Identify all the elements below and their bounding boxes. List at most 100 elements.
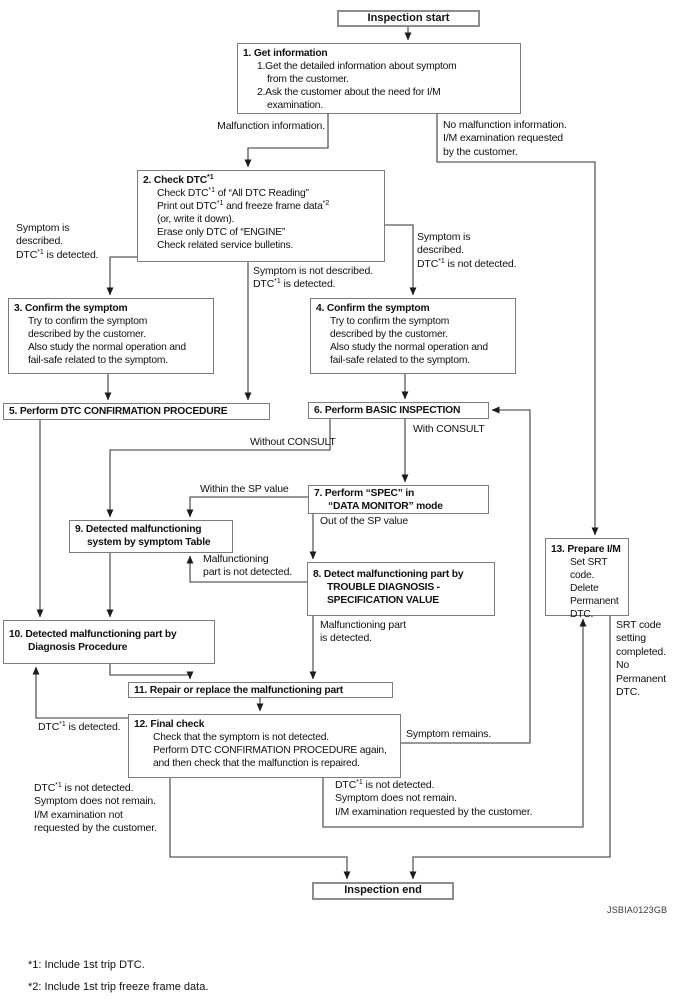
node-4-confirm-symptom: 4. Confirm the symptom Try to confirm th… [310, 298, 516, 374]
edge-label-no-malfunction-information: No malfunction information. I/M examinat… [443, 119, 567, 159]
edge-label-line: requested by the customer. [34, 822, 157, 835]
edge-label-line: described. [16, 235, 63, 248]
edge-label-part-not-detected: Malfunctioning part is not detected. [203, 553, 292, 580]
node-line: system by symptom Table [87, 537, 211, 548]
node-title: 13. Prepare I/M [551, 544, 621, 555]
node-line: 8. Detect malfunctioning part by [313, 569, 464, 580]
node-1-get-information: 1. Get information 1.Get the detailed in… [237, 43, 521, 114]
edge-label-out-of-sp-value: Out of the SP value [320, 515, 409, 527]
node-title: 1. Get information [243, 48, 328, 59]
node-line: Also study the normal operation and [330, 342, 488, 353]
edge-label-line: setting [616, 632, 646, 645]
edge-label-within-sp-value: Within the SP value [200, 483, 289, 495]
node-line: 10. Detected malfunctioning part by [9, 629, 177, 640]
connector-n10-to-n11 [109, 664, 194, 680]
node-3-confirm-symptom: 3. Confirm the symptom Try to confirm th… [8, 298, 214, 374]
node-line: 1.Get the detailed information about sym… [257, 61, 457, 72]
edge-label-line: DTC*1 is detected. [253, 278, 336, 291]
node-line: Try to confirm the symptom [330, 316, 450, 327]
node-line: and then check that the malfunction is r… [153, 758, 360, 769]
edge-label-with-consult: With CONSULT [413, 423, 485, 435]
connector-n12-to-n13 [322, 618, 587, 828]
node-line: 9. Detected malfunctioning [75, 524, 202, 535]
edge-label-line: Malfunctioning part [320, 619, 406, 631]
node-line: DTC. [570, 609, 594, 620]
node-line: described by the customer. [28, 329, 146, 340]
edge-label-line: is detected. [320, 632, 372, 645]
node-8-detect-part-spec-value: 8. Detect malfunctioning part by TROUBLE… [307, 562, 495, 616]
edge-label-line: I/M examination requested by the custome… [335, 805, 533, 818]
edge-label-line: Symptom does not remain. [34, 795, 156, 808]
node-13-prepare-im: 13. Prepare I/M Set SRT code. Delete Per… [545, 538, 629, 620]
figure-code: JSBIA0123GB [607, 905, 668, 915]
node-line: SPECIFICATION VALUE [327, 595, 439, 606]
node-title: 3. Confirm the symptom [14, 303, 128, 314]
node-line: Erase only DTC of “ENGINE” [157, 227, 286, 238]
node-7-perform-spec: 7. Perform “SPEC” in “DATA MONITOR” mode [308, 485, 489, 514]
edge-label-symptom-not-described-dtc-detected: Symptom is not described. DTC*1 is detec… [253, 265, 373, 292]
footnote-2: *2: Include 1st trip freeze frame data. [28, 981, 209, 993]
edge-label-line: described. [417, 244, 464, 257]
edge-label-line: Malfunctioning [203, 553, 269, 565]
edge-label-line: by the customer. [443, 145, 518, 158]
node-line: Check that the symptom is not detected. [153, 732, 329, 743]
edge-label-line: DTC*1 is not detected. [417, 257, 517, 270]
node-line: Diagnosis Procedure [28, 642, 128, 653]
edge-label-line: DTC*1 is not detected. [335, 779, 435, 791]
connector-n8-to-n9-feedback [186, 555, 307, 583]
connector-n2-to-n4 [385, 224, 417, 296]
edge-label-line: No malfunction information. [443, 119, 567, 131]
connector-n1-to-n13 [436, 114, 599, 536]
edge-label-without-consult: Without CONSULT [250, 436, 336, 448]
edge-label-line: DTC*1 is not detected. [34, 782, 134, 794]
edge-label-line: DTC. [616, 686, 640, 699]
node-title: 2. Check DTC*1 [143, 174, 214, 186]
edge-label-line: Symptom is not described. [253, 265, 373, 277]
edge-label-line: Symptom is [16, 222, 70, 234]
connector-n13-to-end [409, 616, 611, 880]
node-inspection-end: Inspection end [312, 882, 454, 900]
edge-label-srt-code-setting: SRT code setting completed. No Permanent… [616, 619, 666, 699]
node-line: fail-safe related to the symptom. [28, 355, 168, 366]
node-line: fail-safe related to the symptom. [330, 355, 470, 366]
node-line: Delete [570, 583, 599, 594]
connector-n1-to-n2 [244, 114, 329, 168]
node-inspection-start: Inspection start [337, 10, 480, 27]
node-title: 4. Confirm the symptom [316, 303, 430, 314]
edge-label-line: Permanent [616, 672, 667, 685]
edge-label-symptom-remains: Symptom remains. [406, 728, 492, 740]
node-6-basic-inspection: 6. Perform BASIC INSPECTION [308, 402, 489, 419]
node-2-check-dtc: 2. Check DTC*1 Check DTC*1 of “All DTC R… [137, 170, 385, 262]
edge-label-line: Symptom does not remain. [335, 792, 457, 805]
edge-label-line: No [616, 659, 630, 672]
node-line: examination. [267, 100, 323, 111]
edge-label-line: DTC*1 is detected. [16, 248, 99, 261]
edge-label-malfunction-information: Malfunction information. [217, 120, 325, 132]
edge-label-line: completed. [616, 645, 666, 658]
node-12-final-check: 12. Final check Check that the symptom i… [128, 714, 401, 778]
edge-label-symptom-described-dtc-not-detected: Symptom is described. DTC*1 is not detec… [417, 231, 517, 271]
node-10-detected-part-diagnosis-procedure: 10. Detected malfunctioning part by Diag… [3, 620, 215, 664]
edge-label-line: SRT code [616, 619, 662, 631]
connector-n12-to-end-left [169, 778, 351, 880]
edge-label-symptom-described-dtc-detected: Symptom is described. DTC*1 is detected. [16, 222, 99, 262]
connector-n12-to-n6-symptom-remains [401, 406, 531, 744]
node-line: Permanent [570, 596, 619, 607]
node-line: “DATA MONITOR” mode [328, 501, 443, 512]
node-line: Perform DTC CONFIRMATION PROCEDURE again… [153, 745, 387, 756]
edge-label-line: part is not detected. [203, 566, 293, 579]
node-line: Print out DTC*1 and freeze frame data*2 [157, 200, 330, 212]
node-line: Try to confirm the symptom [28, 316, 148, 327]
node-line: Check related service bulletins. [157, 240, 294, 251]
edge-label-end-right: DTC*1 is not detected. Symptom does not … [335, 779, 533, 819]
connector-n7-to-n9-within-sp [186, 496, 308, 518]
node-line: (or, write it down). [157, 214, 235, 225]
edge-label-dtc-detected: DTC*1 is detected. [38, 721, 121, 733]
node-line: from the customer. [267, 74, 349, 85]
node-9-detected-system-symptom-table: 9. Detected malfunctioning system by sym… [69, 520, 233, 553]
edge-label-end-left: DTC*1 is not detected. Symptom does not … [34, 782, 157, 836]
footnote-1: *1: Include 1st trip DTC. [28, 959, 145, 971]
edge-label-line: Symptom is [417, 231, 471, 243]
